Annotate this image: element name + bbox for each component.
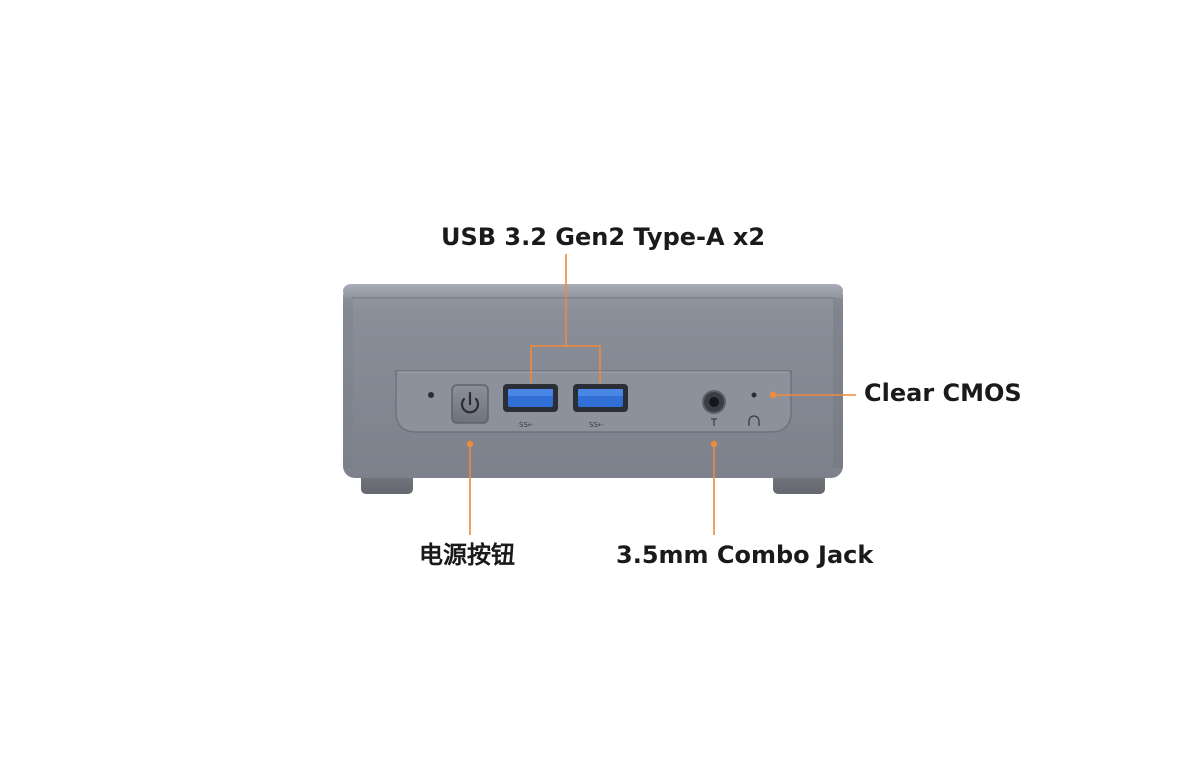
status-led: [428, 392, 434, 398]
clear-cmos-hole: [751, 392, 757, 398]
usb-callout-line: [530, 254, 601, 383]
usb-right-marking: SS⇠: [589, 421, 604, 429]
chassis-top-lid: [343, 284, 843, 298]
usb-port-right: [573, 384, 628, 412]
power-icon: [460, 391, 480, 414]
usb-left-marking: SS⇠: [519, 421, 534, 429]
clear-cmos-callout-line: [769, 391, 856, 399]
audio-jack-label: 3.5mm Combo Jack: [616, 541, 874, 569]
clear-cmos-label: Clear CMOS: [864, 379, 1022, 407]
audio-jack-port: [702, 390, 726, 414]
power-callout-line: [466, 440, 474, 535]
mic-icon: [711, 418, 717, 426]
usb-port-left: [503, 384, 558, 412]
jack-callout-line: [710, 440, 718, 535]
headphone-icon: [748, 415, 760, 426]
power-button-label: 电源按钮: [419, 541, 515, 569]
usb-label: USB 3.2 Gen2 Type-A x2: [441, 223, 766, 251]
